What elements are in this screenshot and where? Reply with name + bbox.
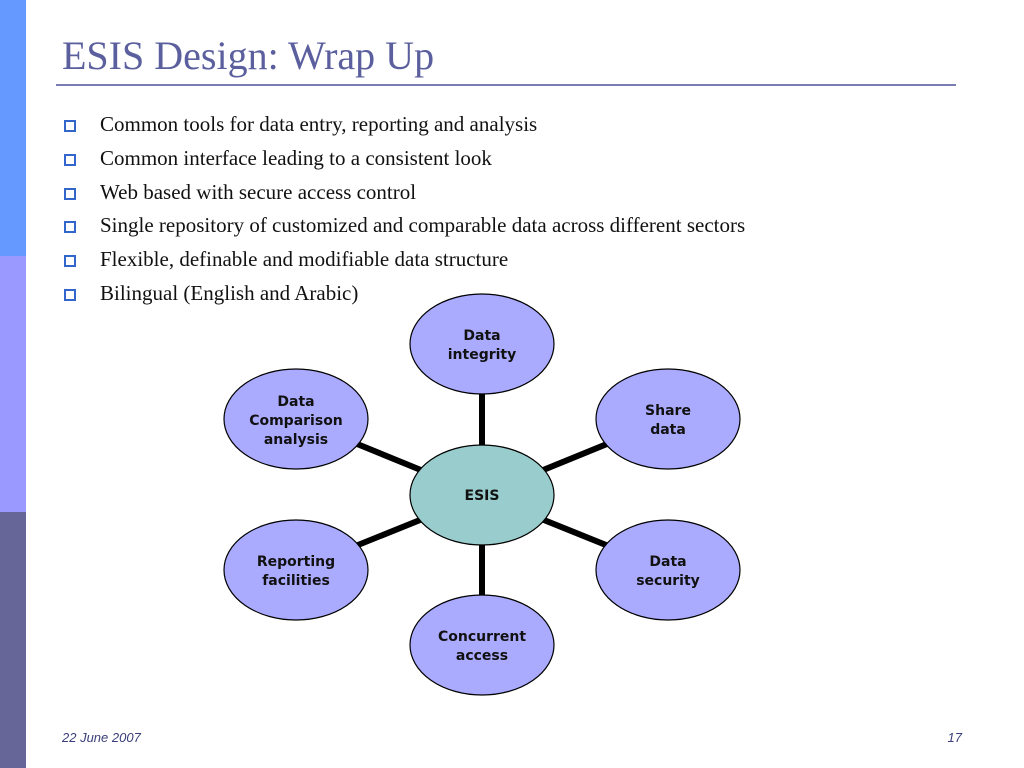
footer-date: 22 June 2007 [62, 730, 141, 745]
side-bar-bottom [0, 512, 26, 768]
node-label-line: Data [463, 328, 500, 344]
node-label-line: analysis [264, 432, 328, 448]
center-label: ESIS [465, 488, 500, 504]
node-label-line: Comparison [249, 413, 343, 429]
bullet-text: Flexible, definable and modifiable data … [100, 247, 509, 272]
bullet-list: Common tools for data entry, reporting a… [62, 108, 745, 311]
node-reporting-facilities: Reporting facilities [223, 519, 369, 621]
bullet-text: Common tools for data entry, reporting a… [100, 112, 538, 136]
node-data-integrity: Data integrity [409, 293, 555, 395]
bullet-text: Common interface leading to a consistent… [100, 145, 492, 170]
square-bullet-icon [64, 120, 76, 132]
page-number: 17 [947, 730, 962, 745]
square-bullet-icon [64, 288, 76, 301]
bullet-item: Flexible, definable and modifiable data … [62, 243, 745, 277]
node-esis-center: ESIS [409, 444, 555, 546]
node-label-line: Reporting [257, 554, 335, 570]
bullet-item: Web based with secure access control [62, 176, 745, 210]
node-label-line: data [650, 422, 686, 438]
bullet-item: Common interface leading to a consistent… [62, 142, 745, 176]
bullet-item: Single repository of customized and comp… [62, 209, 745, 243]
slide-title: ESIS Design: Wrap Up [62, 33, 435, 78]
side-bar-top [0, 0, 26, 256]
title-rule [56, 84, 956, 86]
node-data-security: Data security [595, 519, 741, 621]
bullet-text: Bilingual (English and Arabic) [100, 280, 359, 305]
node-concurrent-access: Concurrent access [409, 594, 555, 696]
node-label-line: Share [645, 403, 691, 419]
bullet-item: Bilingual (English and Arabic) [62, 277, 745, 311]
bullet-text: Single repository of customized and comp… [100, 213, 746, 238]
node-label-line: security [636, 573, 700, 589]
node-label-line: integrity [448, 347, 517, 363]
node-label-line: facilities [262, 573, 330, 589]
square-bullet-icon [64, 153, 76, 166]
node-label-line: Data [649, 554, 686, 570]
side-bar-middle [0, 256, 26, 512]
bullet-text: Web based with secure access control [100, 179, 417, 204]
square-bullet-icon [64, 255, 76, 268]
square-bullet-icon [64, 221, 76, 234]
node-label-line: Concurrent [438, 629, 526, 645]
node-share-data: Share data [595, 368, 741, 470]
node-label-line: Data [277, 394, 314, 410]
node-label-line: access [456, 648, 508, 664]
bullet-item: Common tools for data entry, reporting a… [62, 108, 745, 142]
square-bullet-icon [64, 187, 76, 200]
